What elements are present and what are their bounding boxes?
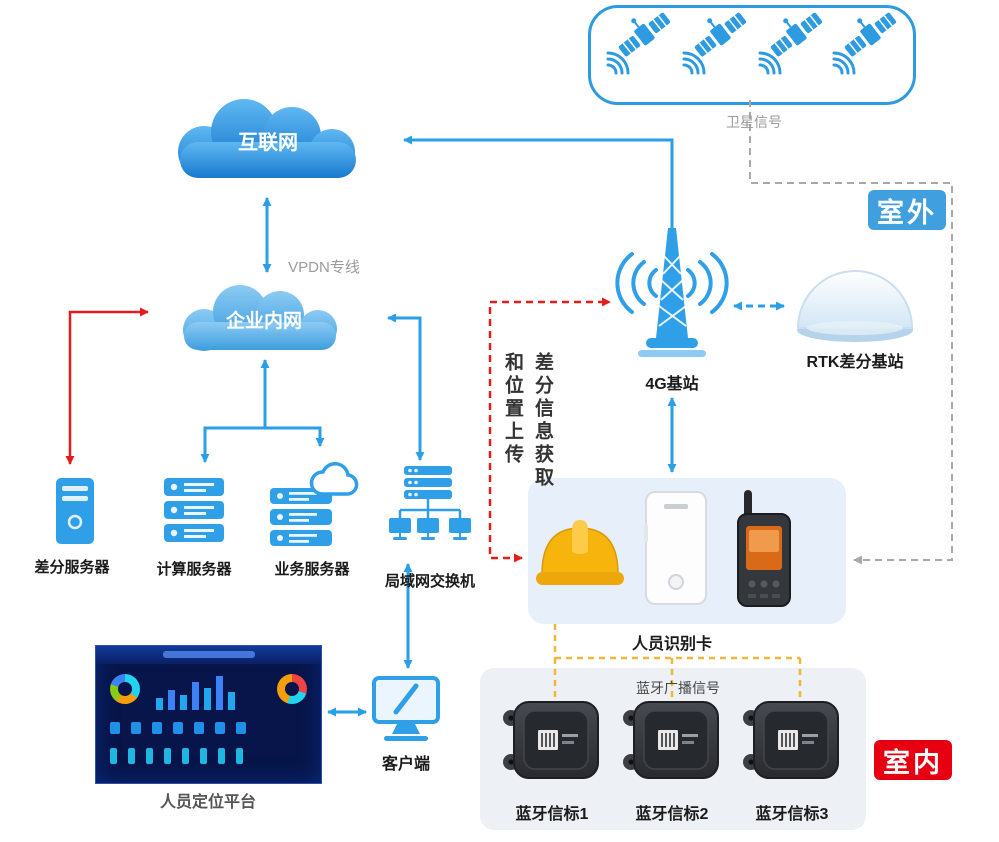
compute-server-icon: [164, 478, 224, 542]
platform-label: 人员定位平台: [159, 794, 257, 811]
rtk-base-station-icon: [796, 270, 914, 342]
diff-server-label: 差分服务器: [34, 559, 110, 576]
platform-icon-row: [110, 748, 243, 764]
personnel-card-label: 人员识别卡: [631, 636, 713, 653]
platform-stat-row: [110, 722, 246, 734]
business-server-icon: [270, 462, 359, 546]
4g-tower-icon: [615, 228, 729, 357]
satellites-icon: [606, 0, 901, 75]
lan-switch-label: 局域网交换机: [384, 573, 476, 590]
platform-bar-chart: [156, 670, 260, 710]
client-monitor-icon: [372, 676, 440, 741]
satellite-signal-label: 卫星信号: [726, 114, 782, 130]
intranet-cloud-icon: [183, 285, 337, 351]
positioning-platform-screenshot: [95, 645, 322, 784]
intranet-label: 企业内网: [225, 311, 303, 332]
beacon1-label: 蓝牙信标1: [515, 806, 589, 823]
internet-cloud-icon: [178, 99, 356, 178]
indoor-badge: 室内: [874, 740, 952, 780]
platform-donut-chart-left: [110, 674, 140, 704]
internet-label: 互联网: [238, 132, 298, 154]
vpdn-line-label: VPDN专线: [288, 259, 360, 276]
diff-server-icon: [56, 478, 94, 544]
flow-direction-text: 差分信息获取 和位置上传: [496, 352, 559, 537]
bluetooth-beacons-icons: [502, 701, 839, 779]
lan-switch-icon: [389, 466, 471, 540]
bluetooth-broadcast-label: 蓝牙广播信号: [636, 680, 720, 696]
flow-text-col-right: 差分信息获取: [532, 352, 553, 490]
flow-text-col-left: 和位置上传: [502, 352, 523, 467]
handheld-radio-icon: [737, 490, 791, 607]
beacon3-label: 蓝牙信标3: [755, 806, 829, 823]
id-card-device-icon: [644, 491, 707, 605]
rtk-station-label: RTK差分基站: [806, 354, 904, 371]
compute-server-label: 计算服务器: [156, 561, 232, 578]
platform-title-bar: [162, 651, 255, 658]
client-label: 客户端: [381, 756, 431, 773]
4g-station-label: 4G基站: [645, 376, 699, 393]
beacon2-label: 蓝牙信标2: [635, 806, 709, 823]
platform-donut-chart-right: [277, 674, 307, 704]
business-server-label: 业务服务器: [274, 561, 350, 578]
outdoor-badge: 室外: [868, 190, 946, 230]
